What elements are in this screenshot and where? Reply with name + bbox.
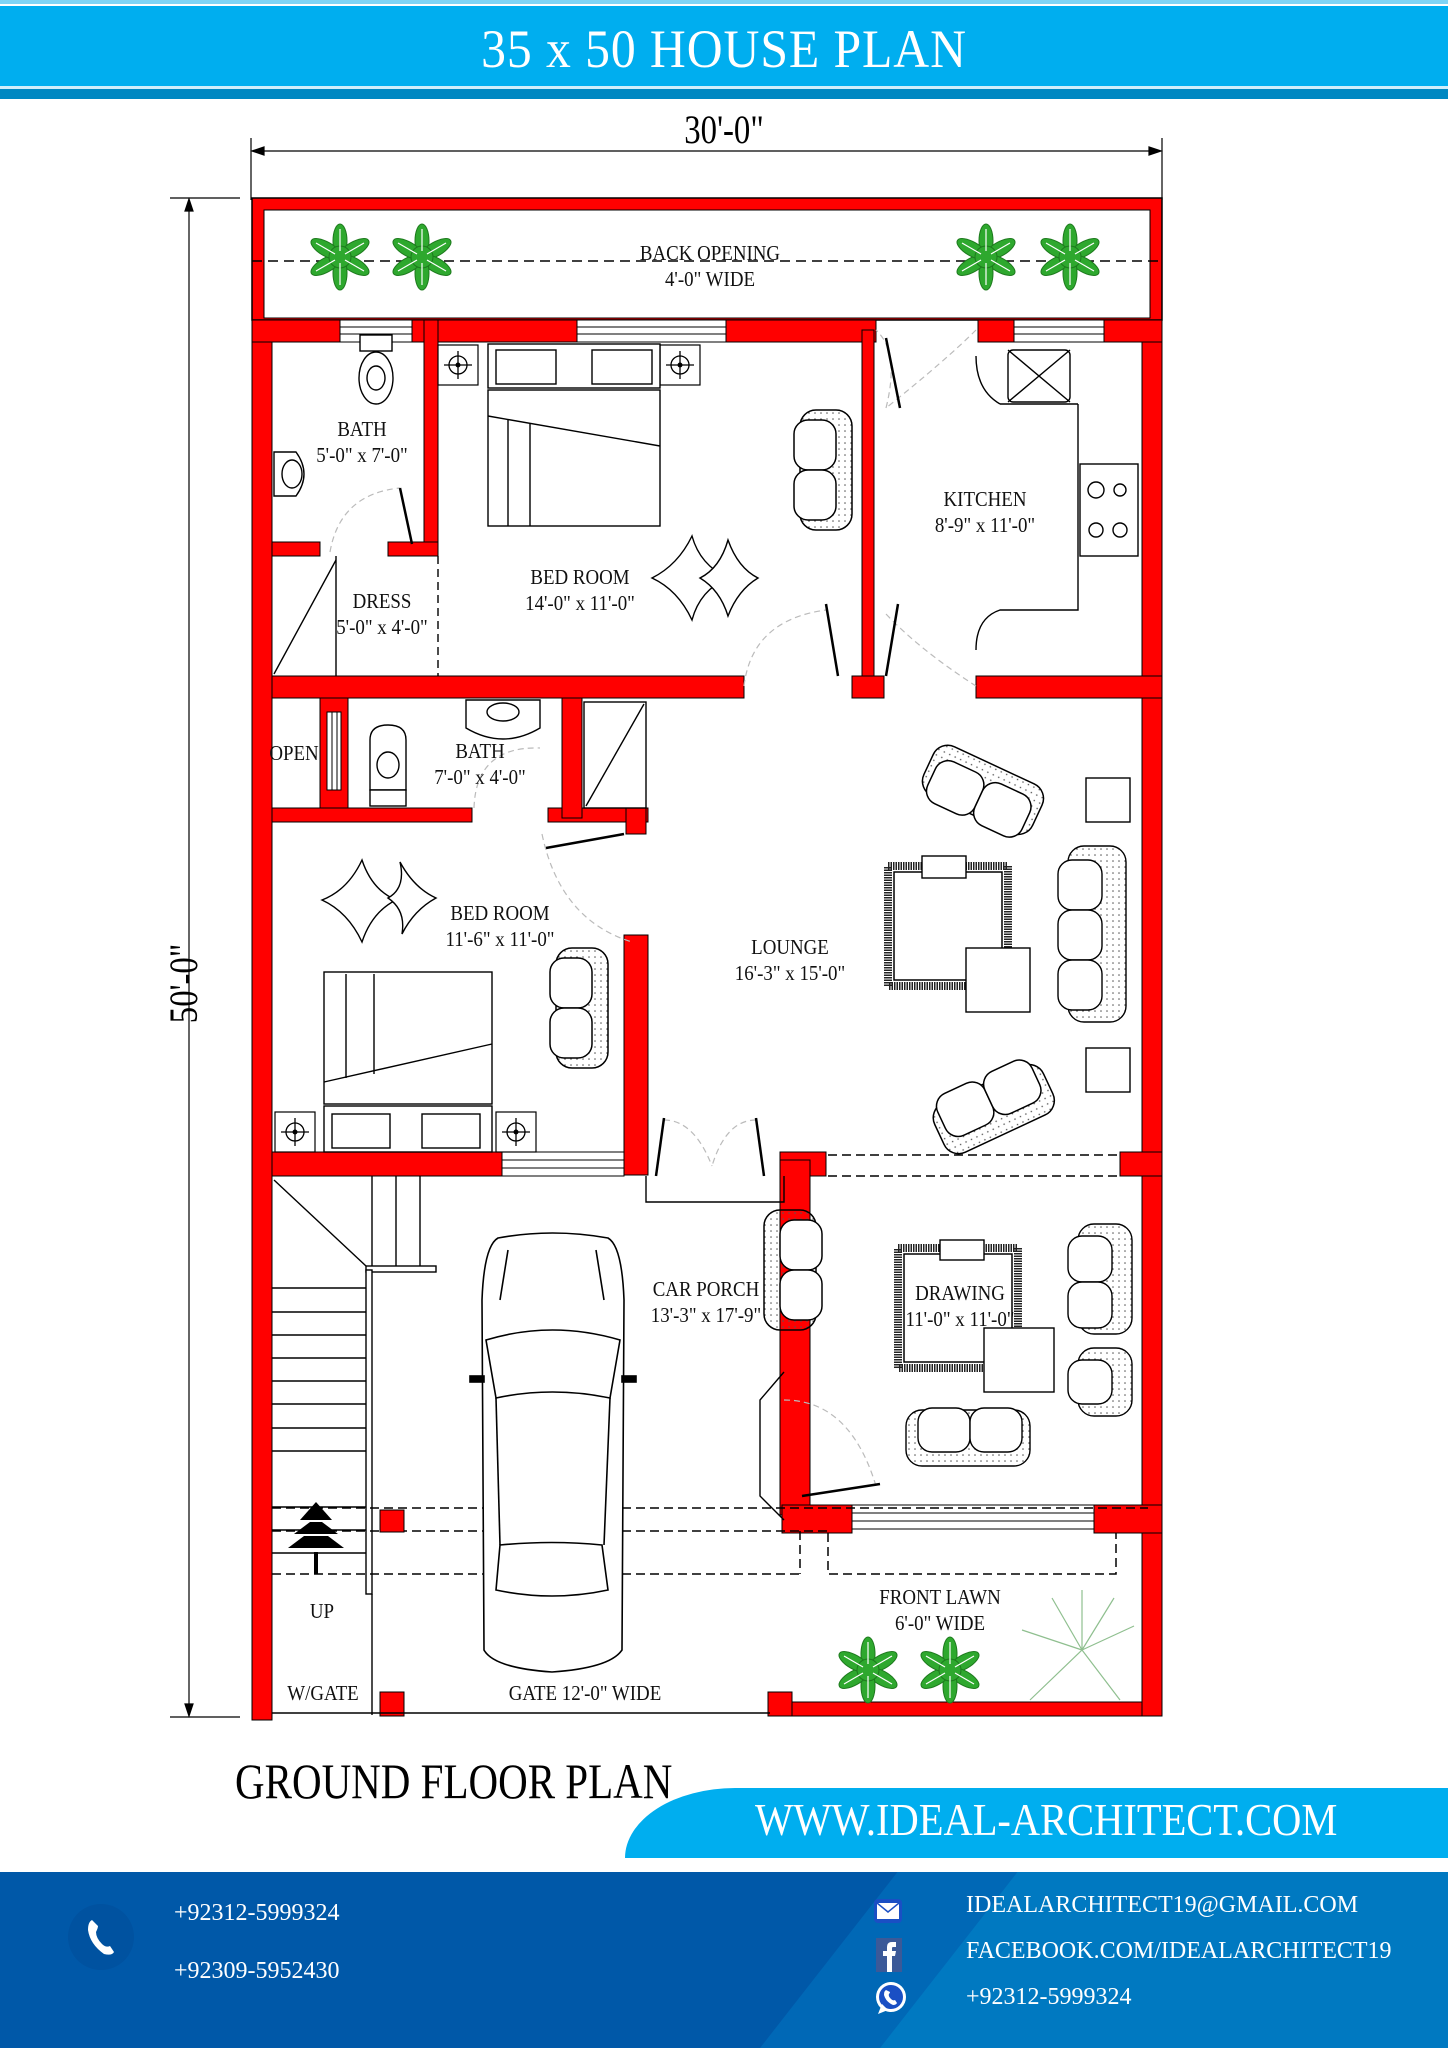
stairs-up-label: UP [309,1599,335,1623]
open-label: OPEN [265,740,323,766]
floor-plan-drawing [170,138,1163,1721]
bedroom2-size: 11'-6" x 11'-0" [445,927,555,951]
drawing-name: DRAWING [915,1281,1005,1305]
header-banner: 35 x 50 HOUSE PLAN [0,0,1448,100]
bath1-name: BATH [337,417,387,441]
bath2-size: 7'-0" x 4'-0" [434,765,526,789]
facebook-icon [876,1938,906,1972]
wicket-gate-label: W/GATE [287,1681,359,1705]
front-lawn-size: 6'-0" WIDE [894,1611,986,1635]
bath2-label: BATH 7'-0" x 4'-0" [426,738,534,790]
bedroom1-size: 14'-0" x 11'-0" [525,591,635,615]
car-porch-size: 13'-3" x 17'-9" [650,1303,762,1327]
width-dimension-label: 30'-0" [684,107,764,152]
dress-name: DRESS [352,589,412,613]
contact-footer: +92312-5999324 +92309-5952430 IDEALARCHI… [0,1872,1448,2048]
front-lawn-label: FRONT LAWN 6'-0" WIDE [877,1584,1003,1636]
website-banner [625,1788,1448,1858]
page-title: 35 x 50 HOUSE PLAN [481,19,967,79]
kitchen-name: KITCHEN [943,487,1027,511]
open-name: OPEN [269,741,319,765]
main-gate-label: GATE 12'-0" WIDE [508,1681,662,1705]
front-lawn-name: FRONT LAWN [879,1585,1001,1609]
bath2-name: BATH [455,739,505,763]
lounge-size: 16'-3" x 15'-0" [734,961,846,985]
back-opening-size: 4'-0" WIDE [664,267,756,291]
lounge-name: LOUNGE [751,935,829,959]
header-bottom-band [0,89,1448,99]
header-top-band [0,0,1448,4]
bedroom2-label: BED ROOM 11'-6" x 11'-0" [437,900,563,952]
whatsapp-icon [874,1980,906,2014]
phone-number-1[interactable]: +92312-5999324 [174,1900,340,1926]
drawing-size: 11'-0" x 11'-0" [905,1307,1015,1331]
dress-label: DRESS 5'-0" x 4'-0" [328,588,436,640]
header-divider [0,86,1448,89]
lounge-label: LOUNGE 16'-3" x 15'-0" [727,934,853,986]
bedroom2-name: BED ROOM [450,901,550,925]
back-opening-name: BACK OPENING [639,241,781,265]
dress-size: 5'-0" x 4'-0" [336,615,428,639]
email-address[interactable]: IDEALARCHITECT19@GMAIL.COM [966,1892,1359,1918]
bath1-size: 5'-0" x 7'-0" [316,443,408,467]
kitchen-label: KITCHEN 8'-9" x 11'-0" [927,486,1044,538]
header-main-band [0,6,1448,86]
website-link[interactable]: WWW.IDEAL-ARCHITECT.COM [755,1794,1338,1845]
car-porch-name: CAR PORCH [652,1277,760,1301]
plan-title: GROUND FLOOR PLAN [235,1753,673,1809]
facebook-link[interactable]: FACEBOOK.COM/IDEALARCHITECT19 [966,1938,1392,1964]
whatsapp-number[interactable]: +92312-5999324 [966,1984,1132,2010]
phone-number-2[interactable]: +92309-5952430 [174,1958,340,1984]
back-opening-label: BACK OPENING 4'-0" WIDE [575,240,845,292]
bedroom1-label: BED ROOM 14'-0" x 11'-0" [508,564,652,616]
bedroom1-name: BED ROOM [530,565,630,589]
kitchen-size: 8'-9" x 11'-0" [934,513,1036,537]
drawing-label: DRAWING 11'-0" x 11'-0" [904,1280,1016,1332]
email-icon [873,1896,903,1926]
phone-icon [68,1904,134,1970]
car-porch-label: CAR PORCH 13'-3" x 17'-9" [643,1276,769,1328]
bath1-label: BATH 5'-0" x 7'-0" [308,416,416,468]
